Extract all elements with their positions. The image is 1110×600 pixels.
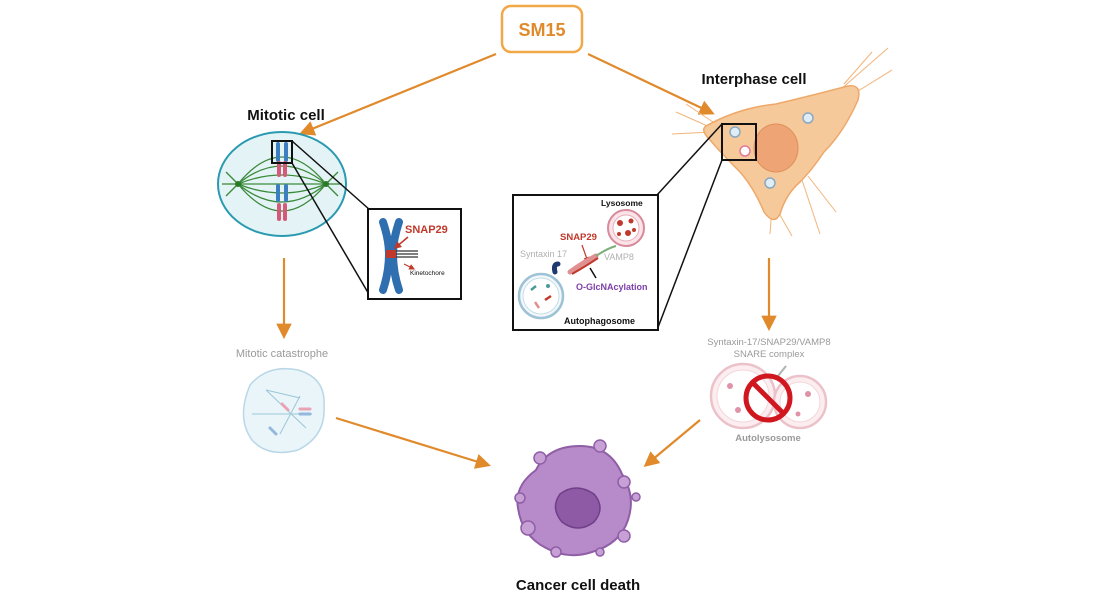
syntaxin17-label: Syntaxin 17 (520, 249, 567, 259)
zoom-lines-interphase (656, 123, 723, 331)
vamp8-label: VAMP8 (604, 252, 634, 262)
mitotic-cell-title: Mitotic cell (247, 107, 325, 124)
arrow-sm15-to-mitotic (299, 52, 497, 136)
autophagosome-label: Autophagosome (564, 316, 635, 326)
snap29-label-fusion: SNAP29 (560, 232, 597, 243)
snare-complex-line1: Syntaxin-17/SNAP29/VAMP8 (707, 337, 830, 348)
snare-complex-line2: SNARE complex (734, 349, 805, 360)
arrow-catastrophe-to-death (335, 416, 491, 469)
autophagosome-icon (517, 272, 565, 320)
kinetochore-label: Kinetochore (410, 270, 445, 277)
lysosome-label: Lysosome (601, 198, 643, 208)
mitotic-cell-illustration (217, 131, 347, 237)
snare-proteins-icon (551, 245, 617, 279)
mitotic-catastrophe-label: Mitotic catastrophe (236, 348, 328, 360)
mitotic-catastrophe-cell (242, 367, 325, 454)
sm15-node: SM15 (500, 4, 584, 54)
cancer-cell-death-label: Cancer cell death (516, 577, 640, 594)
autolysosome-label: Autolysosome (735, 433, 800, 444)
zoom-lines-mitotic (291, 140, 371, 297)
o-glcnacylation-label: O-GlcNAcylation (576, 282, 648, 292)
sm15-label: SM15 (518, 20, 565, 40)
arrow-sm15-to-interphase (587, 53, 715, 115)
fusion-inset: Lysosome SNAP29 Syntaxin 17 VAMP8 O-GlcN… (512, 194, 659, 331)
kinetochore-inset: SNAP29 Kinetochore (367, 208, 462, 300)
dying-cancer-cell-icon (514, 439, 641, 558)
lysosome-icon (607, 209, 645, 247)
snap29-label-kinetochore: SNAP29 (405, 224, 448, 236)
arrow-autolysosome-to-death (643, 419, 701, 467)
interphase-cell-illustration (671, 47, 893, 237)
interphase-cell-title: Interphase cell (701, 71, 806, 88)
prohibited-icon (743, 373, 793, 423)
flow-arrows (276, 52, 777, 469)
